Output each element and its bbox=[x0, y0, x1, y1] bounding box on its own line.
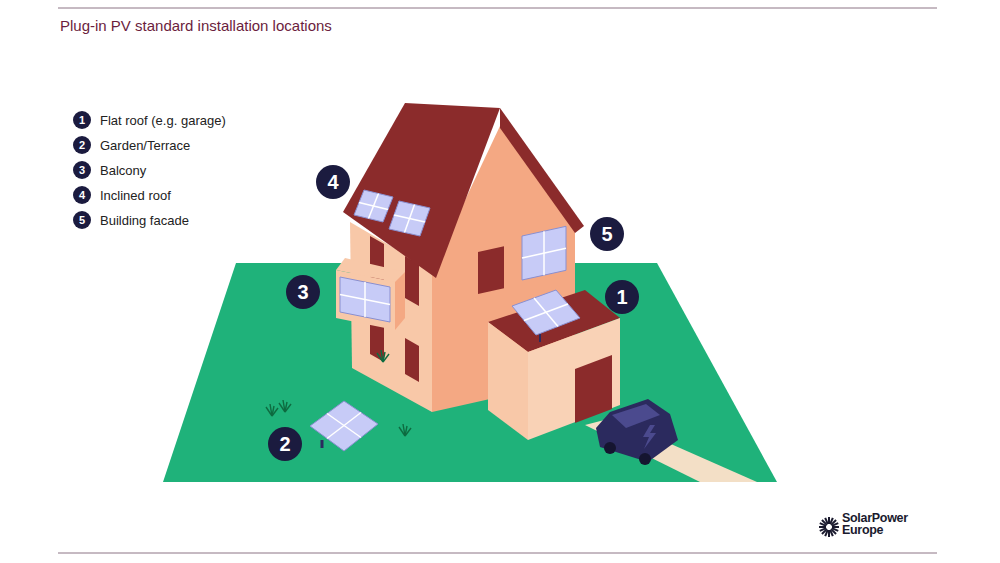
panel-grid bbox=[340, 295, 390, 305]
garage-side bbox=[488, 322, 528, 440]
location-label: Flat roof (e.g. garage) bbox=[100, 113, 226, 128]
car-wheel bbox=[604, 442, 616, 454]
solar-panel bbox=[522, 226, 566, 280]
location-label: Inclined roof bbox=[100, 188, 171, 203]
panel-stand bbox=[539, 334, 541, 342]
grass-tuft bbox=[383, 354, 389, 362]
callout-circle: 4 bbox=[316, 165, 350, 199]
location-label: Balcony bbox=[100, 163, 146, 178]
garage-door bbox=[575, 355, 612, 423]
solar-panel bbox=[310, 401, 378, 451]
solar-panel bbox=[354, 190, 393, 222]
legend-item: 1 Flat roof (e.g. garage) bbox=[73, 111, 226, 129]
solar-panel bbox=[389, 201, 430, 236]
callout-number: 1 bbox=[73, 111, 91, 129]
roof-edge bbox=[500, 108, 584, 233]
panel-grid bbox=[524, 304, 568, 321]
location-label: Building facade bbox=[100, 213, 189, 228]
location-label: Garden/Terrace bbox=[100, 138, 190, 153]
callout-circle: 2 bbox=[268, 427, 302, 461]
callout-number: 4 bbox=[327, 171, 338, 194]
diagram-title: Plug-in PV standard installation locatio… bbox=[60, 17, 332, 34]
frame-line bbox=[58, 8, 937, 9]
frame-line bbox=[58, 553, 937, 554]
panel-grid bbox=[522, 248, 566, 258]
logo-sun bbox=[825, 518, 828, 524]
legend-item: 2 Garden/Terrace bbox=[73, 136, 190, 154]
callout-number: 1 bbox=[616, 286, 627, 309]
panel-stand bbox=[321, 440, 324, 448]
grass-tuft bbox=[405, 428, 411, 436]
balcony-front bbox=[336, 270, 395, 330]
callout-circle: 3 bbox=[286, 275, 320, 309]
roof bbox=[343, 103, 500, 278]
panel-grid bbox=[359, 203, 388, 210]
legend-item: 5 Building facade bbox=[73, 211, 189, 229]
callout-number: 5 bbox=[73, 211, 91, 229]
solar-panel bbox=[340, 277, 390, 322]
solar-panel bbox=[512, 290, 580, 335]
callout-number: 5 bbox=[601, 223, 612, 246]
callout-circle: 5 bbox=[590, 217, 624, 251]
panel-grid bbox=[327, 414, 361, 438]
logo-sun bbox=[830, 530, 833, 536]
callout-number: 2 bbox=[73, 136, 91, 154]
panel-grid bbox=[327, 413, 361, 439]
panel-grid bbox=[394, 215, 425, 222]
logo-text: SolarPower Europe bbox=[842, 513, 922, 537]
logo-sun bbox=[832, 523, 838, 526]
balcony-side bbox=[395, 272, 405, 330]
charge-bolt bbox=[643, 425, 656, 449]
legend-item: 3 Balcony bbox=[73, 161, 146, 179]
callout-circle: 1 bbox=[605, 280, 639, 314]
callout-number: 3 bbox=[297, 281, 308, 304]
callout-number: 3 bbox=[73, 161, 91, 179]
electric-car bbox=[596, 399, 678, 462]
callout-number: 4 bbox=[73, 186, 91, 204]
legend-item: 4 Inclined roof bbox=[73, 186, 171, 204]
car-window bbox=[612, 404, 660, 428]
grass-tuft bbox=[272, 408, 278, 416]
window bbox=[478, 246, 504, 294]
car-wheel bbox=[639, 453, 651, 465]
grass-tuft bbox=[285, 404, 291, 412]
callout-number: 2 bbox=[279, 433, 290, 456]
window bbox=[405, 338, 419, 382]
logo-sun bbox=[820, 528, 826, 531]
